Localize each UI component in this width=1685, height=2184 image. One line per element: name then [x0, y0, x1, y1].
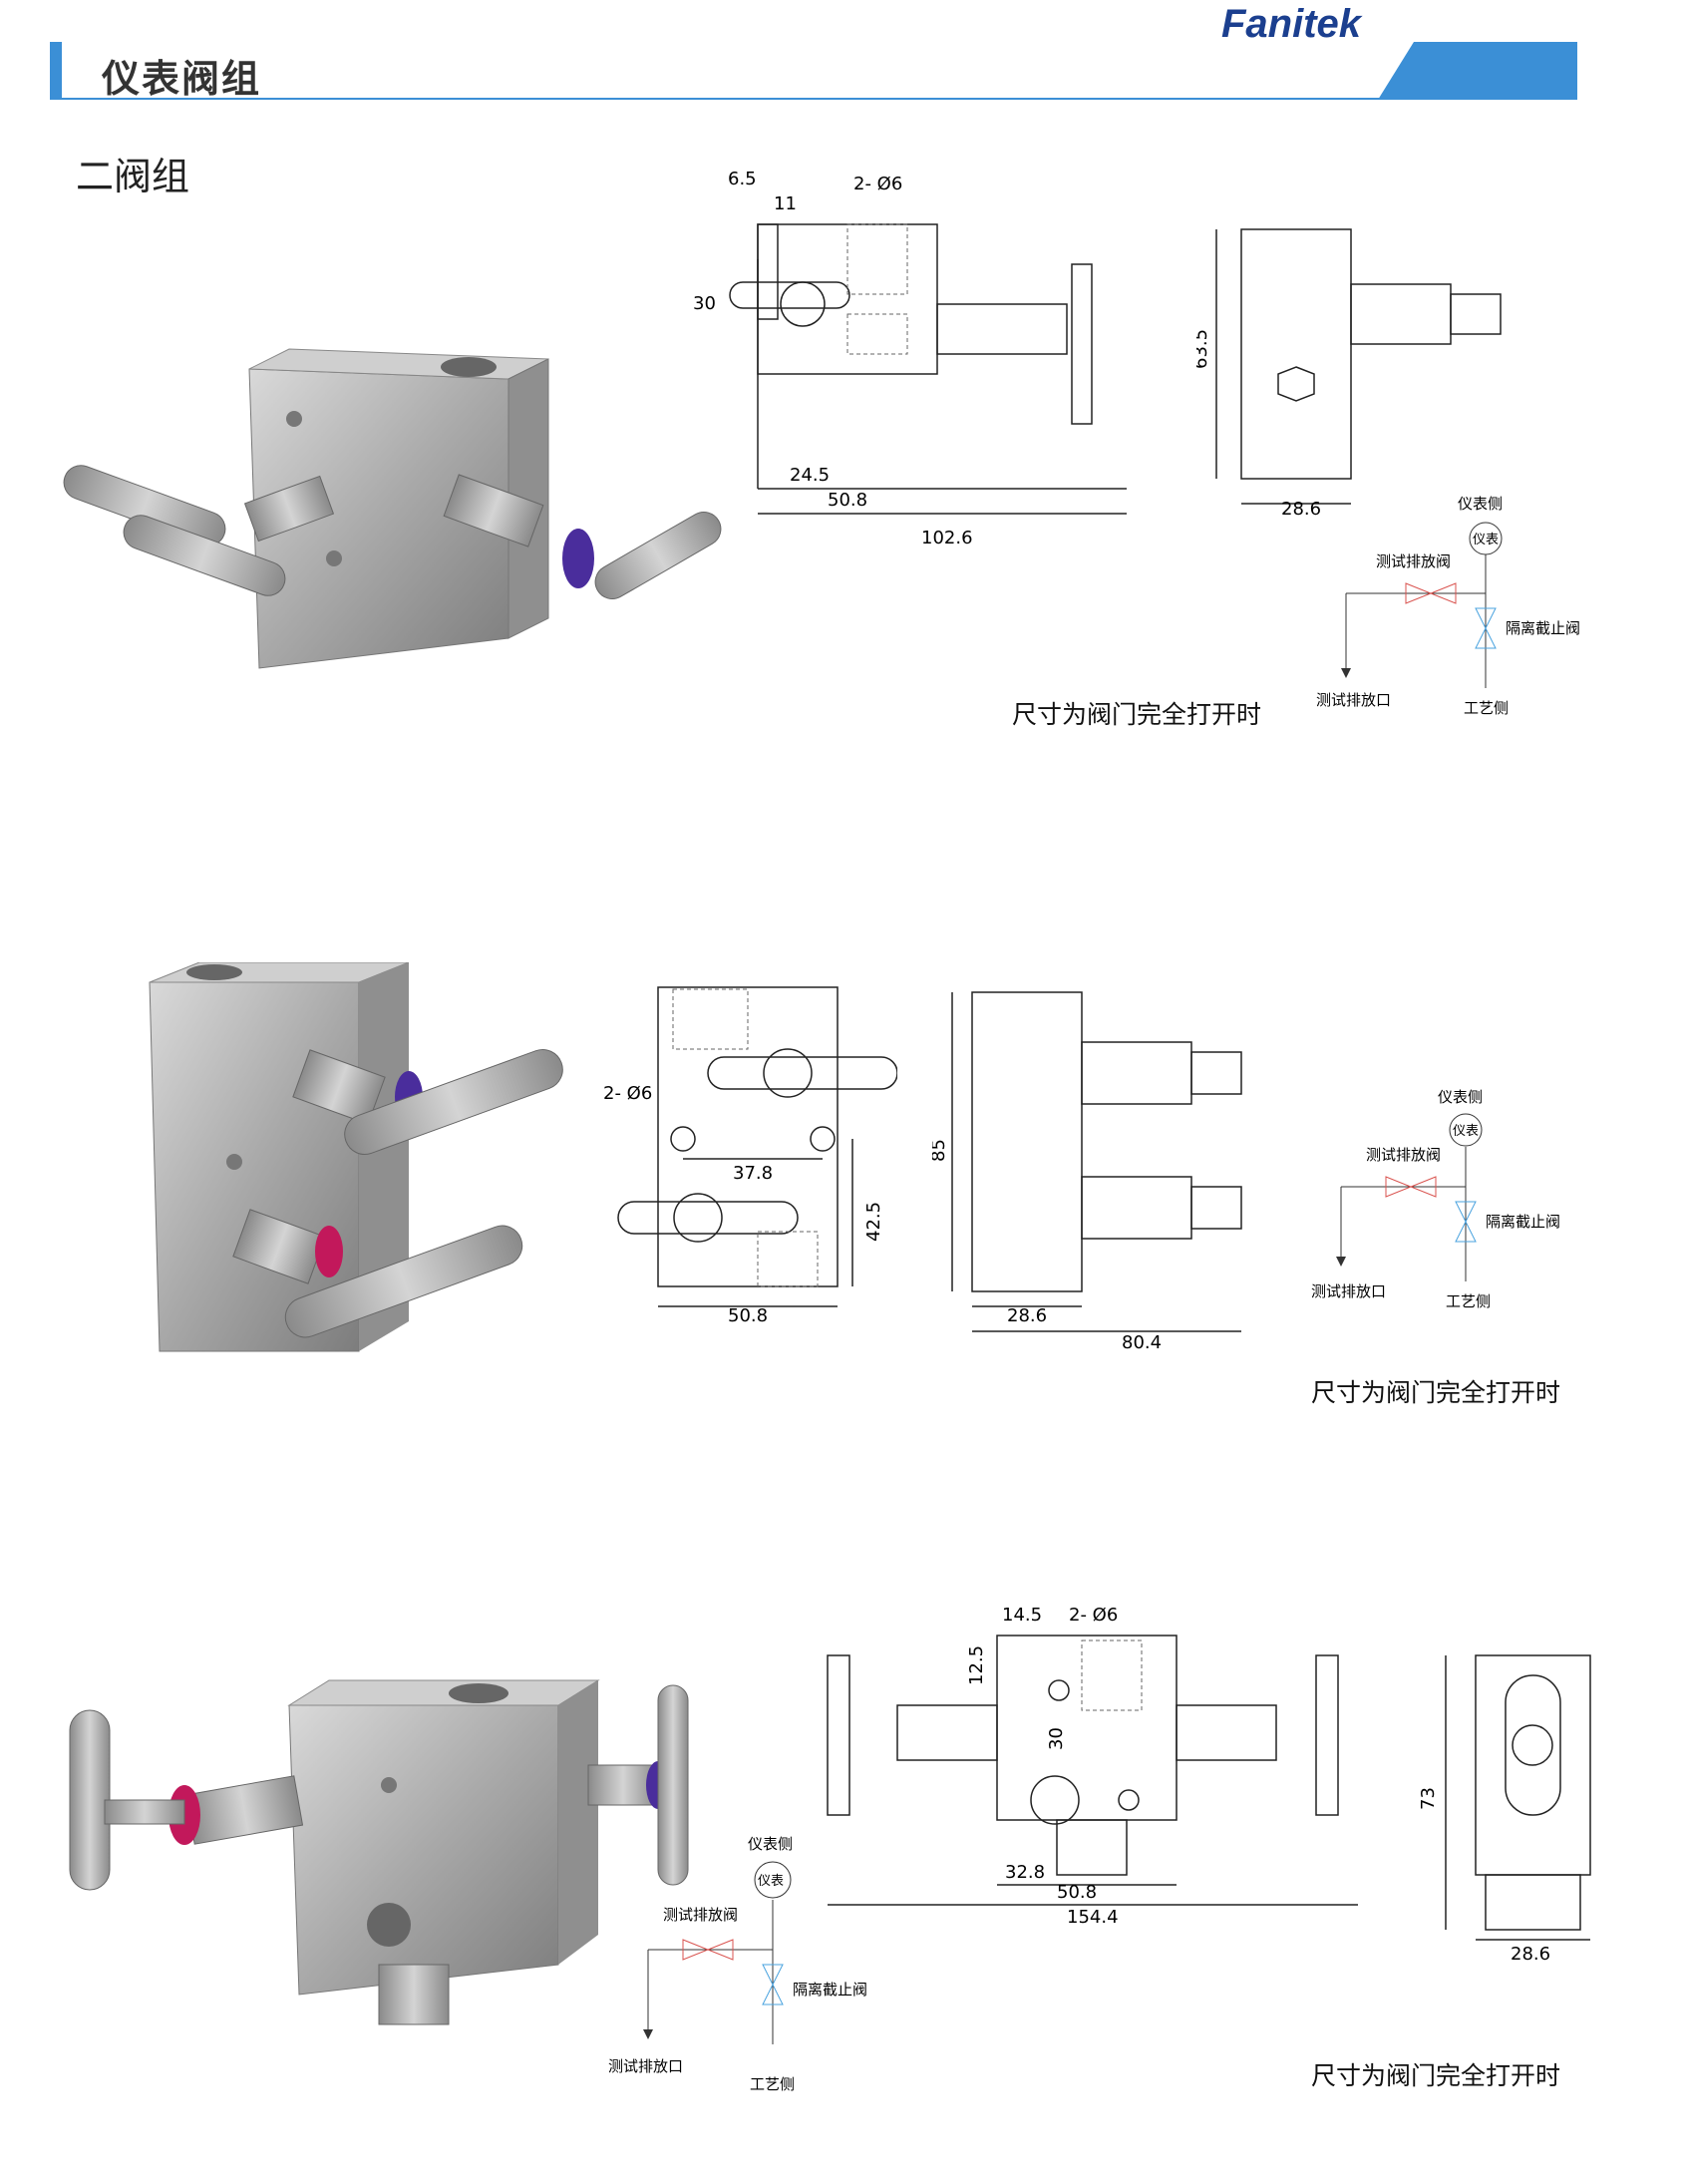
label-test-drain-valve-2: 测试排放阀 — [1366, 1146, 1441, 1164]
dim-14-5: 14.5 — [1002, 1605, 1042, 1626]
dim-50-8: 50.8 — [828, 490, 867, 511]
schematic-2: 仪表侧 仪表 测试排放阀 隔离截止阀 测试排放口 工艺侧 — [1311, 1088, 1560, 1310]
dim-50-8-b: 50.8 — [728, 1305, 768, 1326]
label-instrument-side-2: 仪表侧 — [1438, 1088, 1483, 1106]
page-header: 仪表阀组 — [50, 42, 1577, 101]
dim-154-4: 154.4 — [1067, 1907, 1119, 1928]
drawing-1-side: 63.5 28.6 — [1196, 228, 1502, 520]
dim-12-5: 12.5 — [966, 1645, 987, 1685]
dim-2-d6-c: 2- Ø6 — [1069, 1605, 1118, 1626]
header-rule — [62, 98, 1438, 100]
dim-30-b: 30 — [1046, 1727, 1067, 1750]
section-title: 二阀组 — [76, 155, 190, 198]
dim-30: 30 — [693, 293, 716, 314]
schematic-3: 仪表侧 仪表 测试排放阀 隔离截止阀 测试排放口 工艺侧 — [608, 1835, 867, 2093]
dim-2-d6-b: 2- Ø6 — [603, 1083, 652, 1104]
dim-24-5: 24.5 — [790, 465, 830, 486]
product-image-3 — [69, 1679, 689, 2025]
note-2: 尺寸为阀门完全打开时 — [1311, 1378, 1561, 1407]
drawing-1-front: 6.5 11 2- Ø6 30 24.5 50.8 102.6 — [693, 170, 1127, 548]
header-accent — [50, 42, 62, 100]
dim-63-5: 63.5 — [1196, 329, 1211, 369]
product-image-2 — [149, 962, 563, 1352]
note-3: 尺寸为阀门完全打开时 — [1311, 2061, 1561, 2090]
label-process-side: 工艺侧 — [1464, 699, 1509, 717]
page-title: 仪表阀组 — [102, 57, 262, 101]
label-instrument-side-3: 仪表侧 — [748, 1835, 793, 1853]
drawing-3-front: 14.5 2- Ø6 12.5 30 32.8 50.8 154.4 — [827, 1605, 1358, 1928]
drawing-3-side: 73 28.6 — [1418, 1654, 1591, 1965]
label-process-side-3: 工艺侧 — [750, 2075, 795, 2093]
label-test-drain-port-2: 测试排放口 — [1311, 1282, 1386, 1300]
dim-80-4: 80.4 — [1122, 1332, 1162, 1353]
dim-28-6-c: 28.6 — [1511, 1944, 1550, 1965]
label-instrument-3: 仪表 — [758, 1874, 784, 1889]
label-instrument-side: 仪表侧 — [1458, 495, 1503, 513]
dim-28-6: 28.6 — [1281, 499, 1321, 520]
label-isolation-valve-3: 隔离截止阀 — [793, 1981, 867, 1999]
dim-50-8-c: 50.8 — [1057, 1882, 1097, 1903]
dim-85: 85 — [932, 1139, 949, 1162]
dim-11: 11 — [774, 193, 797, 214]
dim-102-6: 102.6 — [921, 528, 973, 548]
dim-37-8: 37.8 — [733, 1163, 773, 1184]
label-isolation-valve-2: 隔离截止阀 — [1486, 1213, 1560, 1231]
label-instrument: 仪表 — [1473, 533, 1499, 547]
label-process-side-2: 工艺侧 — [1446, 1292, 1491, 1310]
label-test-drain-valve: 测试排放阀 — [1376, 552, 1451, 570]
label-instrument-2: 仪表 — [1453, 1124, 1479, 1139]
dim-28-6-b: 28.6 — [1007, 1305, 1047, 1326]
dim-6-5: 6.5 — [728, 170, 757, 189]
label-test-drain-port-3: 测试排放口 — [608, 2057, 683, 2075]
drawing-2-side: 85 28.6 80.4 — [932, 991, 1242, 1353]
dim-32-8: 32.8 — [1005, 1862, 1045, 1883]
note-1: 尺寸为阀门完全打开时 — [1012, 700, 1262, 729]
dim-73: 73 — [1418, 1787, 1439, 1810]
product-image-1 — [63, 348, 722, 669]
drawing-2-front: 2- Ø6 37.8 42.5 50.8 — [603, 986, 897, 1326]
brand-logo: Fanitek — [1221, 2, 1362, 46]
label-test-drain-port: 测试排放口 — [1316, 691, 1391, 709]
dim-42-5: 42.5 — [863, 1202, 884, 1242]
label-isolation-valve: 隔离截止阀 — [1506, 619, 1580, 637]
header-tab — [1378, 42, 1577, 100]
schematic-1: 仪表侧 仪表 测试排放阀 隔离截止阀 测试排放口 工艺侧 — [1316, 495, 1580, 717]
label-test-drain-valve-3: 测试排放阀 — [663, 1906, 738, 1924]
dim-2-d6: 2- Ø6 — [853, 174, 902, 194]
